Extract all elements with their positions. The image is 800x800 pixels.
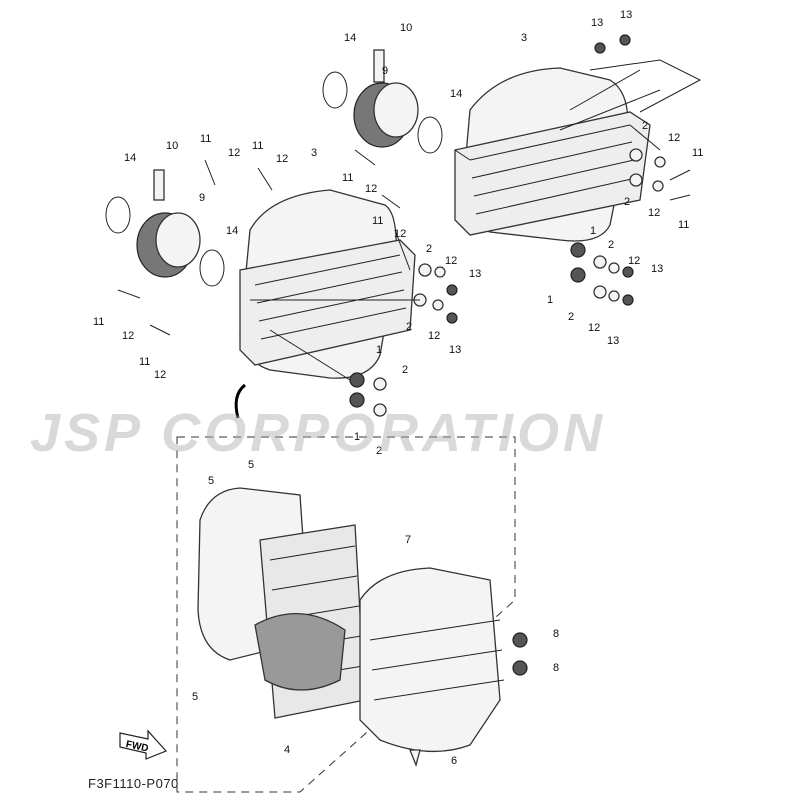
callout-number: 12	[445, 255, 457, 267]
callout-number: 11	[252, 140, 263, 152]
callout-number: 13	[651, 263, 663, 275]
callout-number: 12	[428, 330, 440, 342]
callout-number: 1	[547, 294, 553, 306]
callout-number: 12	[668, 132, 680, 144]
callout-number: 12	[628, 255, 640, 267]
fwd-arrow-icon: FWD	[118, 727, 168, 766]
callout-number: 1	[354, 431, 360, 443]
callout-number: 11	[200, 133, 211, 145]
callout-number: 2	[402, 364, 408, 376]
callout-number: 10	[400, 22, 412, 34]
callout-number: 12	[365, 183, 377, 195]
callout-number: 9	[382, 65, 388, 77]
callout-number: 2	[624, 196, 630, 208]
callout-number: 11	[93, 316, 104, 328]
callout-number: 2	[568, 311, 574, 323]
callout-number: 12	[122, 330, 134, 342]
callout-number: 11	[678, 219, 689, 231]
callout-number: 14	[124, 152, 136, 164]
callout-number: 11	[342, 172, 353, 184]
callout-number: 12	[228, 147, 240, 159]
callout-number: 3	[521, 32, 527, 44]
intake-boot-left	[105, 169, 225, 287]
callout-number: 2	[406, 321, 412, 333]
connector-arrow	[234, 383, 246, 419]
callout-number: 8	[553, 628, 559, 640]
watermark: JSP CORPORATION	[30, 403, 607, 463]
callout-number: 2	[642, 120, 648, 132]
callout-number: 11	[692, 147, 703, 159]
callout-number: 5	[192, 691, 198, 703]
callout-number: 12	[588, 322, 600, 334]
intake-boot-right	[322, 49, 443, 154]
hardware	[117, 34, 691, 417]
callout-number: 2	[608, 239, 614, 251]
callout-number: 11	[372, 215, 383, 227]
callout-number: 12	[154, 369, 166, 381]
callout-number: 13	[620, 9, 632, 21]
callout-number: 12	[394, 228, 406, 240]
callout-number: 8	[553, 662, 559, 674]
fwd-label: FWD	[125, 739, 150, 754]
air-box-right	[454, 67, 661, 242]
callout-number: 14	[226, 225, 238, 237]
callout-number: 4	[284, 744, 290, 756]
callout-number: 5	[248, 459, 254, 471]
callout-number: 12	[648, 207, 660, 219]
callout-number: 12	[276, 153, 288, 165]
callout-number: 9	[199, 192, 205, 204]
part-code: F3F1110-P070	[88, 776, 179, 791]
air-box-exploded	[197, 487, 528, 768]
callout-number: 2	[426, 243, 432, 255]
callout-number: 2	[376, 445, 382, 457]
callout-number: 11	[139, 356, 150, 368]
callout-number: 10	[166, 140, 178, 152]
callout-number: 6	[451, 755, 457, 767]
callout-number: 1	[590, 225, 596, 237]
callout-number: 13	[449, 344, 461, 356]
air-box-left	[239, 189, 416, 379]
callout-number: 7	[405, 534, 411, 546]
callout-number: 3	[311, 147, 317, 159]
callout-number: 14	[450, 88, 462, 100]
callout-number: 13	[469, 268, 481, 280]
callout-number: 13	[591, 17, 603, 29]
callout-number: 14	[344, 32, 356, 44]
callout-number: 1	[376, 344, 382, 356]
callout-number: 13	[607, 335, 619, 347]
callout-number: 5	[208, 475, 214, 487]
